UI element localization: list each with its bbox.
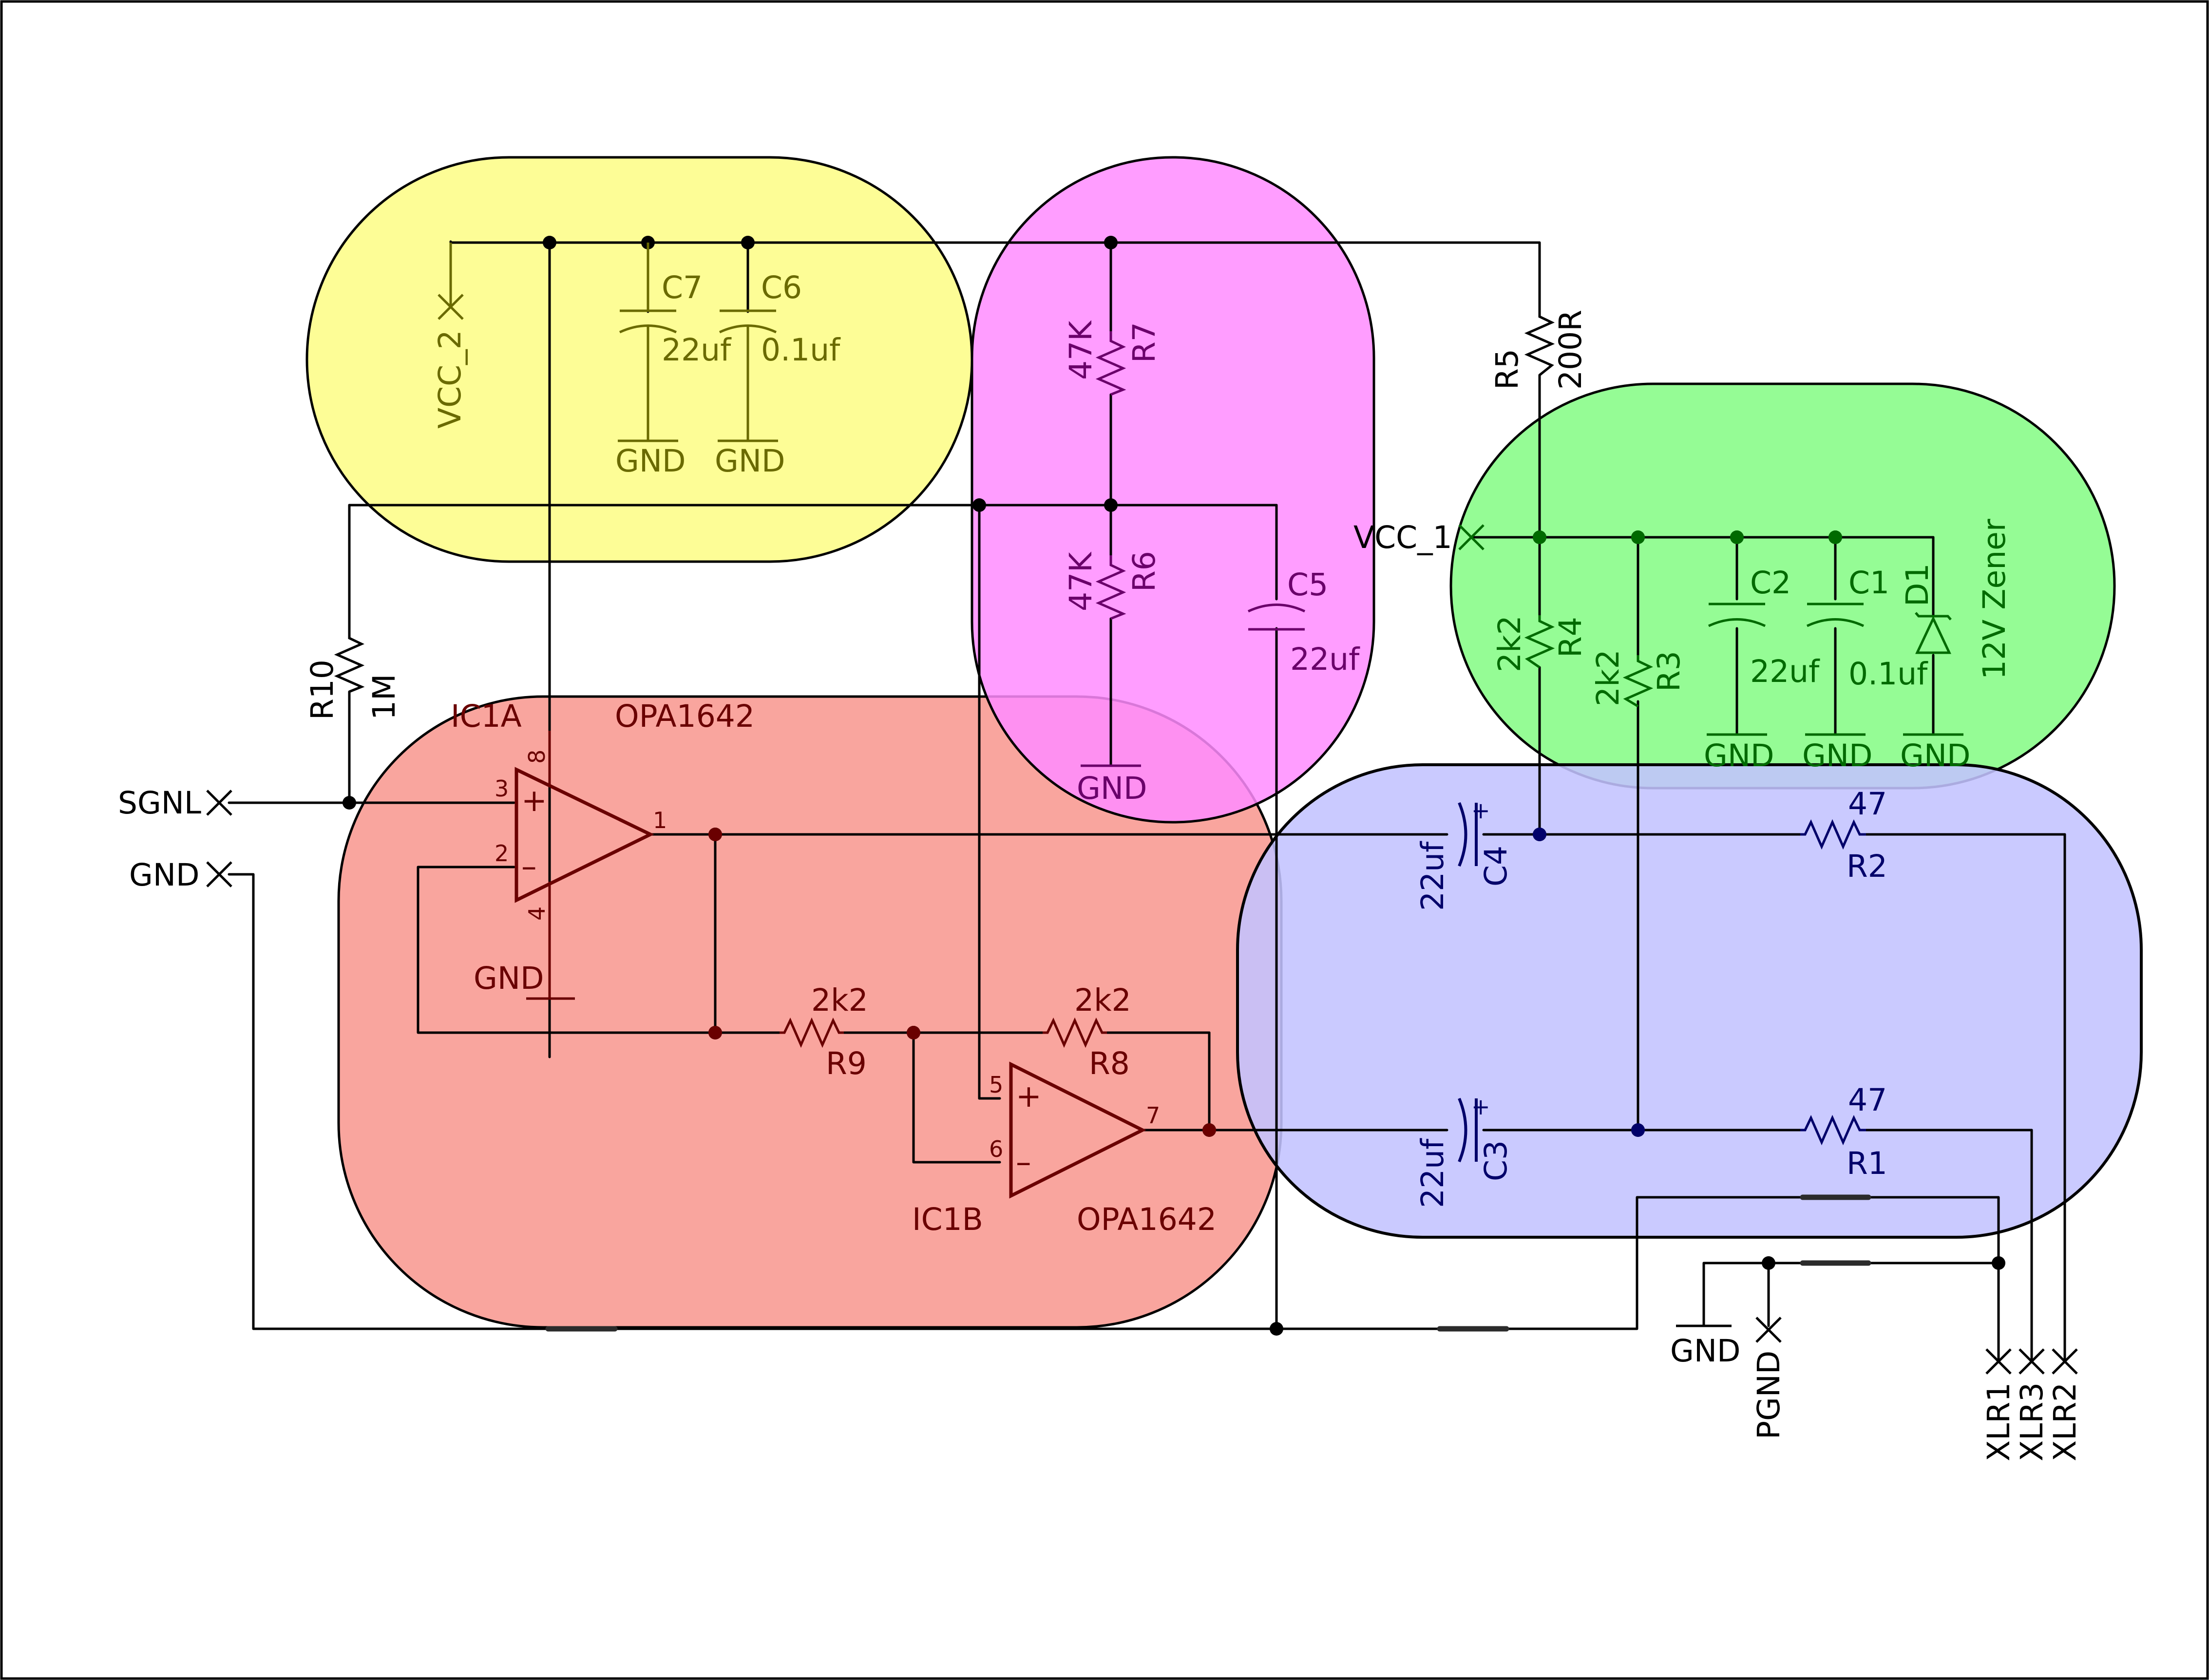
ic1a-pin2: 2 xyxy=(495,840,509,867)
c3-plus-sign: + xyxy=(1471,1094,1490,1120)
xlr2-label: XLR2 xyxy=(2047,1382,2083,1461)
ic1b-pin6: 6 xyxy=(989,1136,1003,1162)
c4-capacitor xyxy=(1458,802,1467,867)
ic1b-minus-sign: – xyxy=(1016,1144,1031,1180)
c7-gnd-label: GND xyxy=(615,443,686,479)
bias-section xyxy=(1081,331,1306,767)
output-block xyxy=(1236,763,2143,1239)
vcc1-label: VCC_1 xyxy=(1353,520,1452,555)
r7-resistor xyxy=(1095,331,1126,396)
c5-ref: C5 xyxy=(1287,567,1328,603)
r4-value: 2k2 xyxy=(1492,615,1527,672)
r2-value: 47 xyxy=(1848,786,1887,822)
r6-ref: R6 xyxy=(1126,551,1162,592)
c6-ref: C6 xyxy=(761,270,802,305)
r3-resistor xyxy=(1622,655,1654,708)
r1-ref: R1 xyxy=(1847,1146,1887,1181)
r5-ref: R5 xyxy=(1489,349,1525,390)
c4-value: 22uf xyxy=(1415,841,1450,911)
c3-capacitor xyxy=(1458,1097,1467,1163)
r2-resistor xyxy=(1800,819,1866,850)
r3-value: 2k2 xyxy=(1590,649,1626,706)
sgnl-label: SGNL xyxy=(118,785,201,821)
r9-ref: R9 xyxy=(826,1046,867,1081)
ic1b-pin5: 5 xyxy=(989,1072,1003,1098)
ic1a-plus-sign: + xyxy=(521,783,547,818)
xlr-gnd-label: GND xyxy=(1670,1333,1740,1369)
ic1a-pin3: 3 xyxy=(495,775,509,802)
c5-value: 22uf xyxy=(1290,642,1360,677)
xlr1-label: XLR1 xyxy=(1981,1382,2017,1461)
r8-value: 2k2 xyxy=(1074,982,1131,1018)
r2-ref: R2 xyxy=(1847,849,1887,884)
c1-value: 0.1uf xyxy=(1848,656,1928,692)
r9-value: 2k2 xyxy=(811,982,868,1018)
c3-ref: C3 xyxy=(1478,1140,1514,1181)
xlr-section xyxy=(1676,1317,2078,1375)
ic1a-pin4: 4 xyxy=(524,906,550,921)
r6-resistor xyxy=(1095,555,1126,620)
d1-gnd-label: GND xyxy=(1900,738,1970,774)
bias-divider-block xyxy=(971,156,1375,824)
c1-gnd-label: GND xyxy=(1802,738,1872,774)
r6-value: 47K xyxy=(1063,551,1099,611)
r10-ref: R10 xyxy=(305,660,340,720)
r4-ref: R4 xyxy=(1553,617,1588,658)
c6-value: 0.1uf xyxy=(761,332,841,368)
ic1a-gnd-label: GND xyxy=(474,961,544,996)
xlr3-label: XLR3 xyxy=(2014,1382,2050,1461)
d1-ref: D1 xyxy=(1900,563,1935,606)
ic1b-value: OPA1642 xyxy=(1077,1202,1217,1237)
pgnd-label: PGND xyxy=(1751,1351,1787,1439)
wires xyxy=(228,240,2066,1360)
c7-value: 22uf xyxy=(662,332,732,368)
ic1b-opamp-symbol xyxy=(1009,1061,1146,1199)
c7-ref: C7 xyxy=(662,270,703,305)
ic1b-ref: IC1B xyxy=(912,1202,983,1237)
r7-value: 47K xyxy=(1063,320,1099,380)
ic1b-pin7: 7 xyxy=(1146,1102,1160,1129)
vcc2-label: VCC_2 xyxy=(432,330,468,429)
ic1b-plus-sign: + xyxy=(1016,1078,1042,1114)
c2-gnd-label: GND xyxy=(1704,738,1774,774)
c5-capacitor xyxy=(1247,604,1306,613)
r3-ref: R3 xyxy=(1651,651,1687,692)
regulator-section xyxy=(1458,524,1963,736)
c4-plus-sign: + xyxy=(1471,797,1490,824)
d1-zener-diode xyxy=(1915,616,1951,654)
r10-value: 1M xyxy=(366,674,402,720)
ic1a-minus-sign: – xyxy=(521,849,537,884)
r10-resistor xyxy=(334,633,365,693)
c4-ref: C4 xyxy=(1478,846,1514,887)
d1-value: 12V Zener xyxy=(1977,519,2012,680)
c1-ref: C1 xyxy=(1848,565,1889,601)
r5-resistor xyxy=(1524,312,1555,376)
c6-gnd-label: GND xyxy=(715,443,785,479)
r5-value: 200R xyxy=(1553,310,1588,390)
c2-ref: C2 xyxy=(1750,565,1791,601)
bus-segments xyxy=(545,1194,1871,1332)
ic1a-ref: IC1A xyxy=(451,698,522,734)
r1-value: 47 xyxy=(1848,1082,1887,1118)
r6-gnd-label: GND xyxy=(1077,771,1147,806)
supply-section xyxy=(438,243,778,442)
ic1a-value: OPA1642 xyxy=(615,698,755,734)
output-section xyxy=(1458,802,1866,1163)
r4-resistor xyxy=(1524,615,1555,669)
supply-decoupling-block xyxy=(305,156,973,563)
ic1a-opamp-symbol xyxy=(514,767,654,903)
r8-ref: R8 xyxy=(1089,1046,1130,1081)
r8-resistor xyxy=(1043,1017,1107,1048)
ic1a-pin8: 8 xyxy=(524,750,550,764)
c3-value: 22uf xyxy=(1415,1138,1450,1208)
opamp-section xyxy=(514,767,1146,1199)
r1-resistor xyxy=(1800,1114,1866,1146)
ic1a-pin1: 1 xyxy=(653,807,667,833)
r9-resistor xyxy=(780,1017,844,1048)
r7-ref: R7 xyxy=(1126,322,1162,363)
gnd-port-label: GND xyxy=(129,857,199,893)
c2-value: 22uf xyxy=(1750,654,1820,689)
